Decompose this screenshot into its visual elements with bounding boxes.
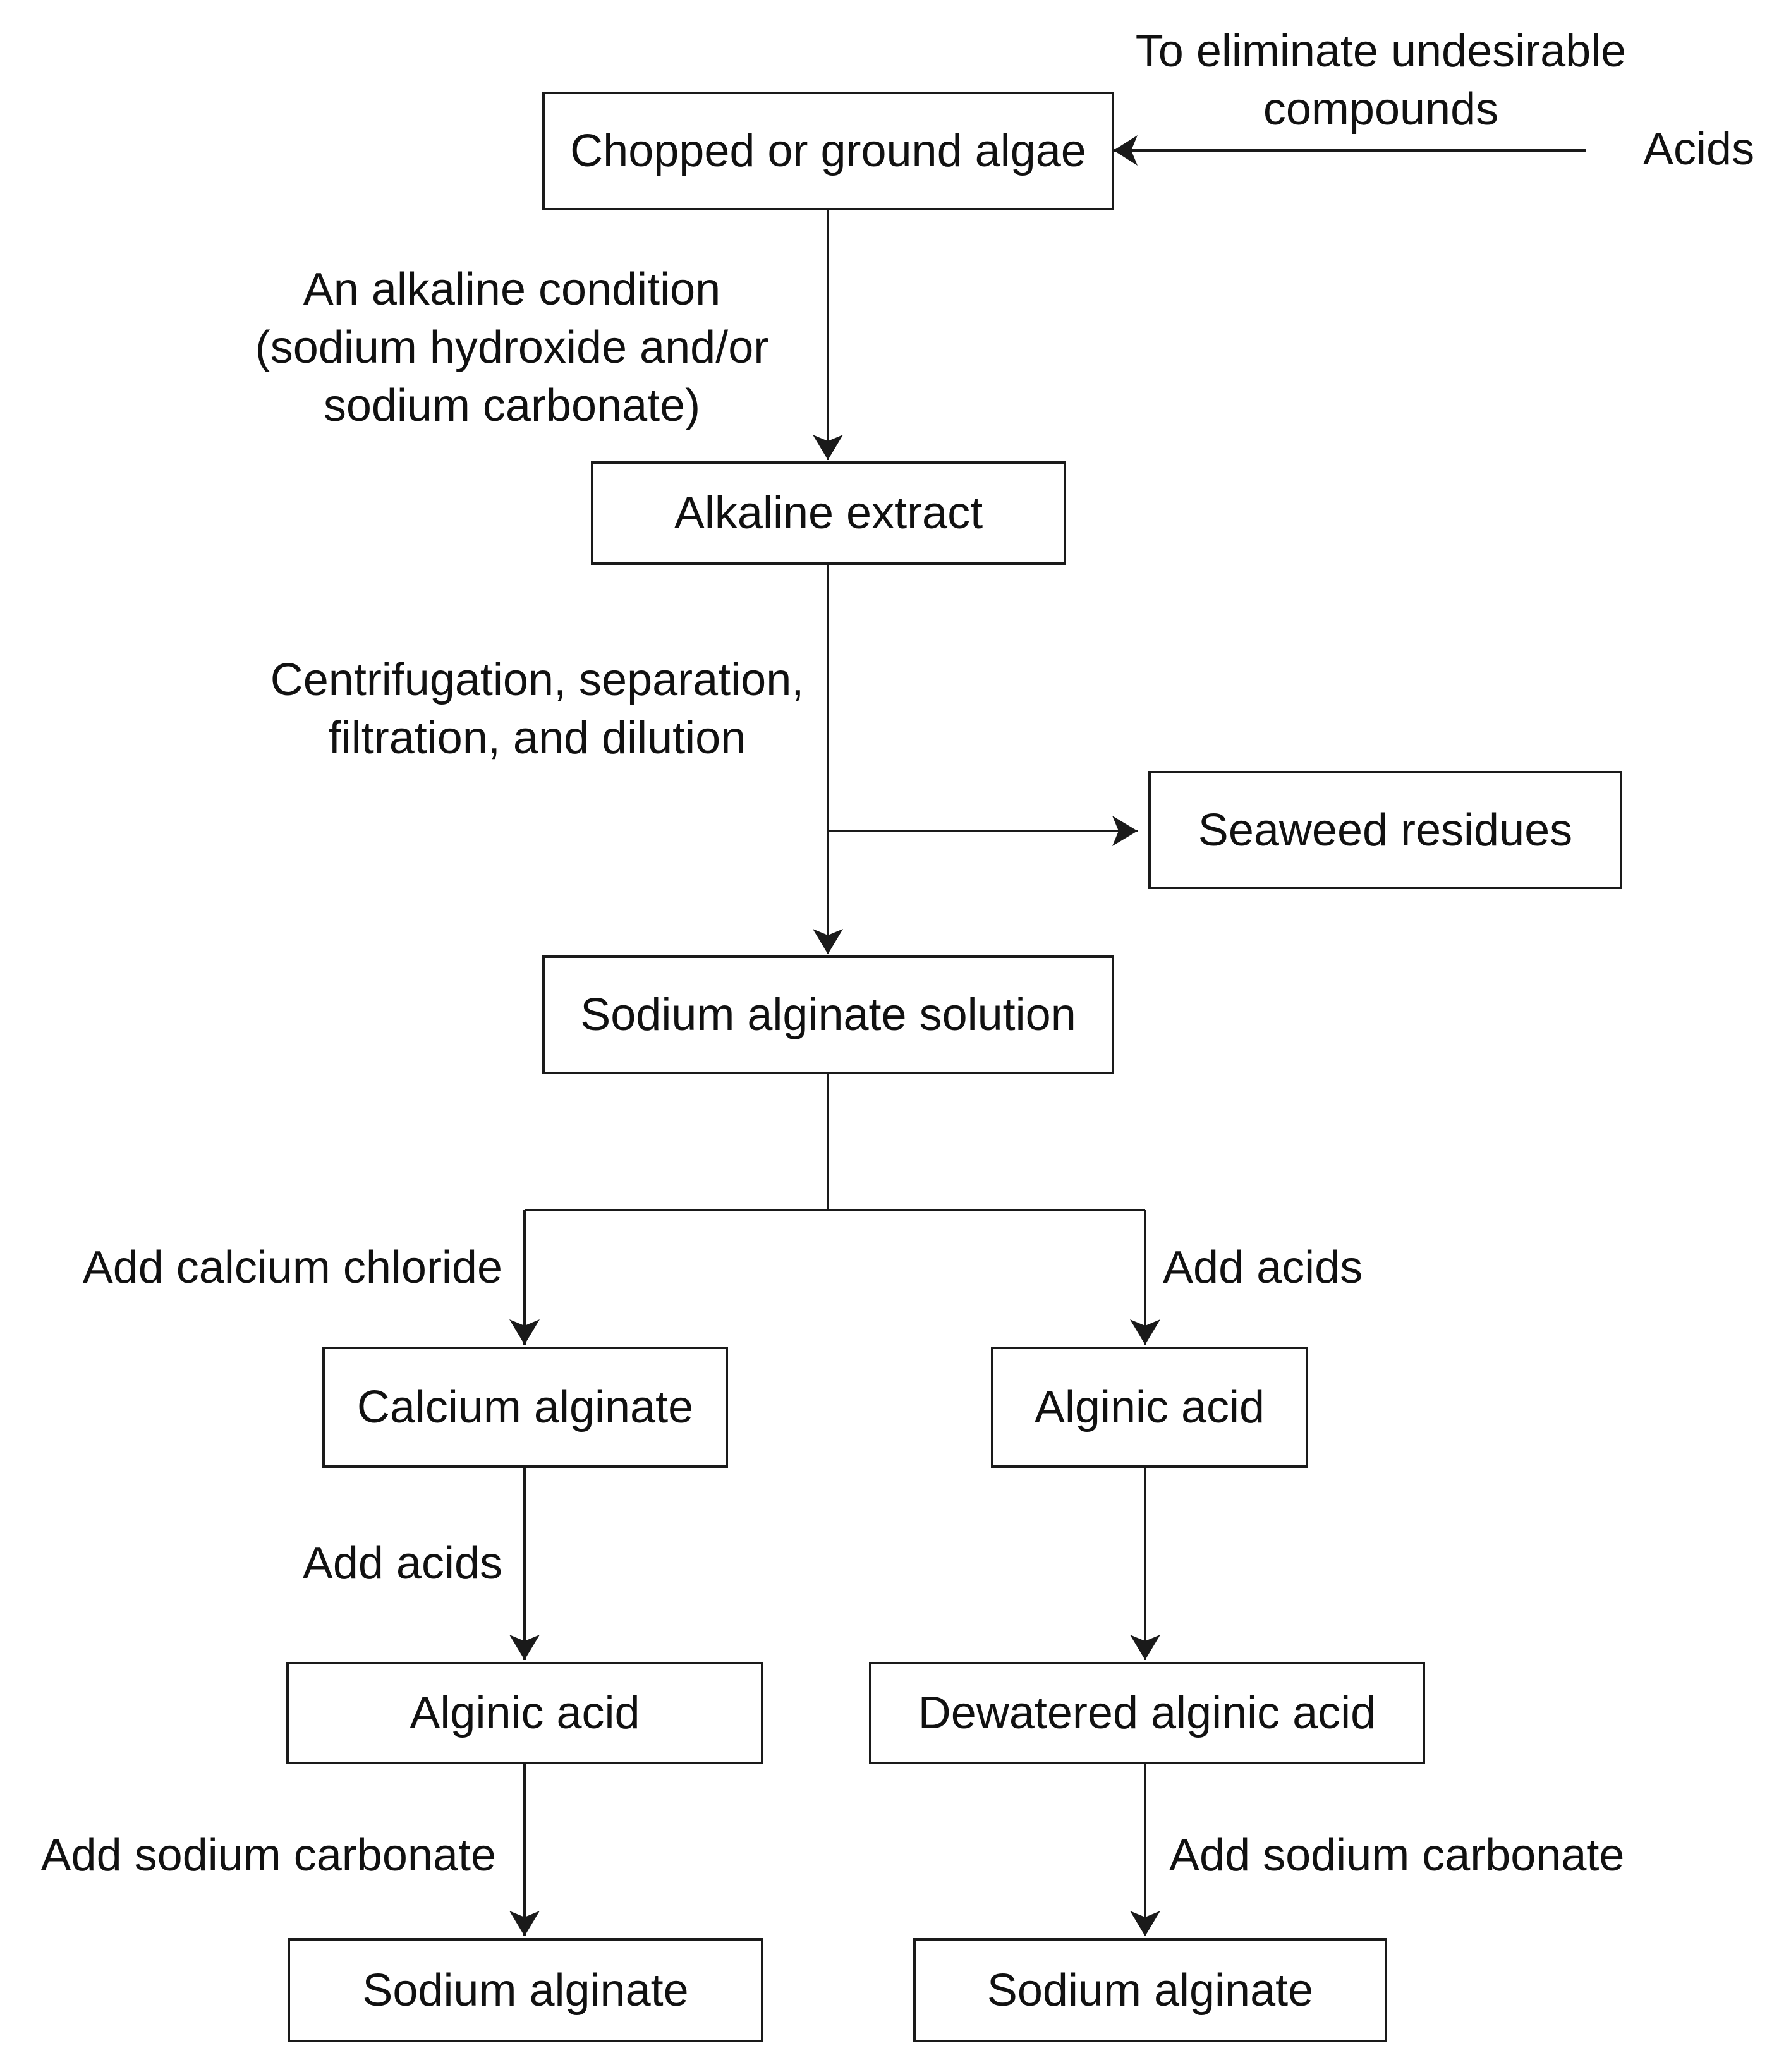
node-chopped-algae: Chopped or ground algae [542, 92, 1114, 210]
arrowhead-solution [813, 929, 843, 954]
node-sodium-alginate-left: Sodium alginate [288, 1938, 763, 2042]
arrowhead-sodium-left [509, 1911, 540, 1936]
label-alkaline-condition-line-1: An alkaline condition [303, 264, 721, 315]
label-eliminate-note-line-1: To eliminate undesirable [1135, 26, 1627, 76]
label-alkaline-condition-line-2: (sodium hydroxide and/or [255, 322, 769, 373]
node-alkaline-extract: Alkaline extract [591, 461, 1066, 565]
arrowhead-dewatered [1130, 1635, 1160, 1660]
label-eliminate-note: To eliminate undesirable compounds [1112, 22, 1649, 138]
label-alkaline-condition-line-3: sodium carbonate) [323, 380, 701, 431]
label-centrifugation-line-2: filtration, and dilution [328, 713, 746, 763]
label-add-sodium-carbonate-right: Add sodium carbonate [1169, 1830, 1625, 1881]
node-seaweed-residues: Seaweed residues [1148, 771, 1622, 889]
node-sodium-alginate-solution: Sodium alginate solution [542, 955, 1114, 1074]
label-acids-input: Acids [1643, 124, 1755, 174]
arrowhead-acids [1114, 135, 1138, 166]
label-centrifugation: Centrifugation, separation, filtration, … [253, 651, 822, 767]
label-add-sodium-carbonate-left: Add sodium carbonate [40, 1830, 496, 1881]
node-alginic-acid-left: Alginic acid [286, 1662, 763, 1764]
label-add-calcium-chloride: Add calcium chloride [82, 1242, 502, 1293]
node-dewatered-alginic-acid: Dewatered alginic acid [869, 1662, 1425, 1764]
arrowhead-calcium-alginate [509, 1319, 540, 1345]
node-calcium-alginate: Calcium alginate [322, 1347, 728, 1468]
node-sodium-alginate-right: Sodium alginate [913, 1938, 1387, 2042]
arrowhead-residues [1112, 816, 1138, 846]
label-add-acids-left: Add acids [302, 1538, 502, 1589]
node-alginic-acid-right: Alginic acid [991, 1347, 1308, 1468]
arrowhead-sodium-right [1130, 1911, 1160, 1936]
arrowhead-alginic-acid-right [1130, 1319, 1160, 1345]
label-add-acids-right: Add acids [1163, 1242, 1363, 1293]
label-alkaline-condition: An alkaline condition (sodium hydroxide … [234, 260, 790, 435]
arrowhead-extract [813, 435, 843, 460]
label-eliminate-note-line-2: compounds [1263, 84, 1499, 135]
arrowhead-alginic-left [509, 1635, 540, 1660]
label-centrifugation-line-1: Centrifugation, separation, [270, 655, 804, 705]
